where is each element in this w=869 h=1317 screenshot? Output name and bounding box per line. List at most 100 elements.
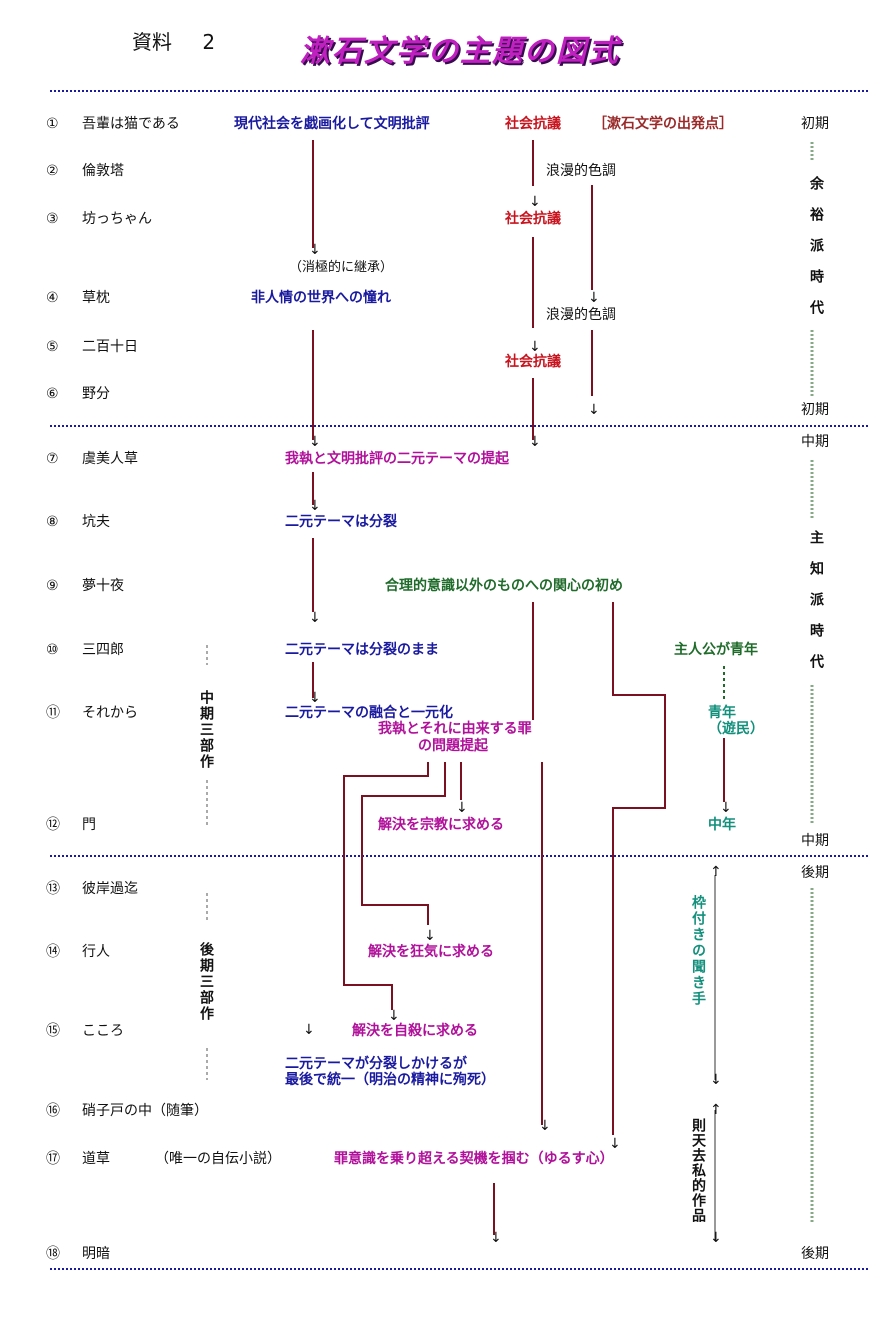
arrow-down: ↓ <box>529 339 541 355</box>
theme-label: 浪漫的色調 <box>546 163 616 179</box>
work-number: ⑭ <box>46 944 60 960</box>
theme-label-vertical: 枠付きの聞き手 <box>690 895 706 1007</box>
period-label: 中期 <box>801 434 829 450</box>
theme-label: 解決を自殺に求める <box>352 1023 478 1039</box>
note-late-trilogy: 後期三部作 <box>198 942 214 1022</box>
material-number: 2 <box>202 30 216 54</box>
page-title: 漱石文学の主題の図式 <box>300 34 620 69</box>
work-number: ⑪ <box>46 705 60 721</box>
period-label: 初期 <box>801 116 829 132</box>
work-number: ② <box>46 163 59 179</box>
work-number: ③ <box>46 211 59 227</box>
work-title: 道草 <box>82 1151 110 1167</box>
theme-label: 非人情の世界への憧れ <box>251 290 391 306</box>
work-title: それから <box>82 705 138 721</box>
work-number: ⑧ <box>46 514 59 530</box>
separator-mid-late <box>50 855 868 857</box>
work-title: 坊っちゃん <box>82 211 152 227</box>
work-title: 彼岸過迄 <box>82 881 138 897</box>
arrow-down: ↓ <box>490 1230 502 1246</box>
work-number: ⑮ <box>46 1023 60 1039</box>
work-title: 草枕 <box>82 290 110 306</box>
theme-label: 主人公が青年 <box>674 642 758 658</box>
theme-label: 社会抗議 <box>505 354 561 370</box>
theme-label: の問題提起 <box>418 738 488 754</box>
work-title: 門 <box>82 817 96 833</box>
arrow-down: ↓ <box>529 194 541 210</box>
period-label: 後期 <box>801 1246 829 1262</box>
material-label: 資料 2 <box>132 30 215 54</box>
arrow-down: ↓ <box>309 434 321 450</box>
theme-label: 解決を狂気に求める <box>368 944 494 960</box>
work-number: ⑬ <box>46 881 60 897</box>
work-title: 倫敦塔 <box>82 163 124 179</box>
theme-label: 浪漫的色調 <box>546 307 616 323</box>
work-number: ⑨ <box>46 578 59 594</box>
arrow-up: ↑ <box>710 1102 722 1118</box>
arrow-down: ↓ <box>309 610 321 626</box>
work-title: 明暗 <box>82 1246 110 1262</box>
separator-bottom <box>50 1268 868 1270</box>
theme-label: （消極的に継承） <box>289 260 394 275</box>
work-number: ⑯ <box>46 1103 60 1119</box>
work-number: ⑫ <box>46 817 60 833</box>
arrow-down: ↓ <box>309 690 321 706</box>
arrow-down: ↓ <box>456 800 468 816</box>
arrow-down: ↓ <box>424 928 436 944</box>
note-autobiography: （唯一の自伝小説） <box>155 1151 281 1167</box>
theme-label: 社会抗議 <box>505 116 561 132</box>
arrow-down: ↓ <box>539 1118 551 1134</box>
work-title: 虞美人草 <box>82 451 138 467</box>
theme-label-vertical: 則天去私的作品 <box>690 1118 706 1223</box>
theme-label: 罪意識を乗り超える契機を掴む（ゆるす心） <box>334 1151 614 1167</box>
separator-top <box>50 90 868 92</box>
arrow-down: ↓ <box>710 1230 722 1246</box>
theme-label: 解決を宗教に求める <box>378 817 504 833</box>
work-number: ⑥ <box>46 386 59 402</box>
work-number: ⑤ <box>46 339 59 355</box>
arrow-down: ↓ <box>529 434 541 450</box>
arrow-down: ↓ <box>309 498 321 514</box>
separator-early-mid <box>50 425 868 427</box>
arrow-down: ↓ <box>388 1008 400 1024</box>
theme-label: （遊民） <box>708 721 764 737</box>
work-number: ④ <box>46 290 59 306</box>
arrow-down: ↓ <box>588 290 600 306</box>
theme-label: ［漱石文学の出発点］ <box>593 116 733 132</box>
theme-label: 我執と文明批評の二元テーマの提起 <box>285 451 509 467</box>
work-title: 二百十日 <box>82 339 138 355</box>
period-name: 余裕派時代 <box>808 176 824 331</box>
work-title: 坑夫 <box>82 514 110 530</box>
arrow-down: ↓ <box>588 402 600 418</box>
work-number: ① <box>46 116 59 132</box>
period-label: 中期 <box>801 833 829 849</box>
note-mid-trilogy: 中期三部作 <box>198 690 214 770</box>
work-title: こころ <box>82 1023 124 1039</box>
work-number: ⑰ <box>46 1151 60 1167</box>
arrow-down: ↓ <box>710 1072 722 1088</box>
theme-label: 青年 <box>708 705 736 721</box>
work-title: 硝子戸の中（随筆） <box>82 1103 208 1119</box>
period-name: 主知派時代 <box>808 530 824 685</box>
arrow-down: ↓ <box>609 1136 621 1152</box>
theme-label: 社会抗議 <box>505 211 561 227</box>
work-title: 行人 <box>82 944 110 960</box>
theme-label: 最後で統一（明治の精神に殉死） <box>285 1072 495 1088</box>
work-title: 三四郎 <box>82 642 124 658</box>
period-label: 後期 <box>801 865 829 881</box>
theme-label: 二元テーマの融合と一元化 <box>285 705 453 721</box>
theme-label: 二元テーマは分裂のまま <box>285 642 439 658</box>
work-title: 夢十夜 <box>82 578 124 594</box>
work-number: ⑩ <box>46 642 59 658</box>
theme-label: 二元テーマは分裂 <box>285 514 397 530</box>
theme-label: 合理的意識以外のものへの関心の初め <box>385 578 623 594</box>
theme-label: 我執とそれに由来する罪 <box>378 721 532 737</box>
theme-label: 現代社会を戯画化して文明批評 <box>234 116 430 132</box>
theme-label: 中年 <box>708 817 736 833</box>
theme-label: 二元テーマが分裂しかけるが <box>285 1056 467 1072</box>
work-number: ⑦ <box>46 451 59 467</box>
arrow-down: ↓ <box>720 800 732 816</box>
work-number: ⑱ <box>46 1246 60 1262</box>
work-title: 吾輩は猫である <box>82 116 180 132</box>
